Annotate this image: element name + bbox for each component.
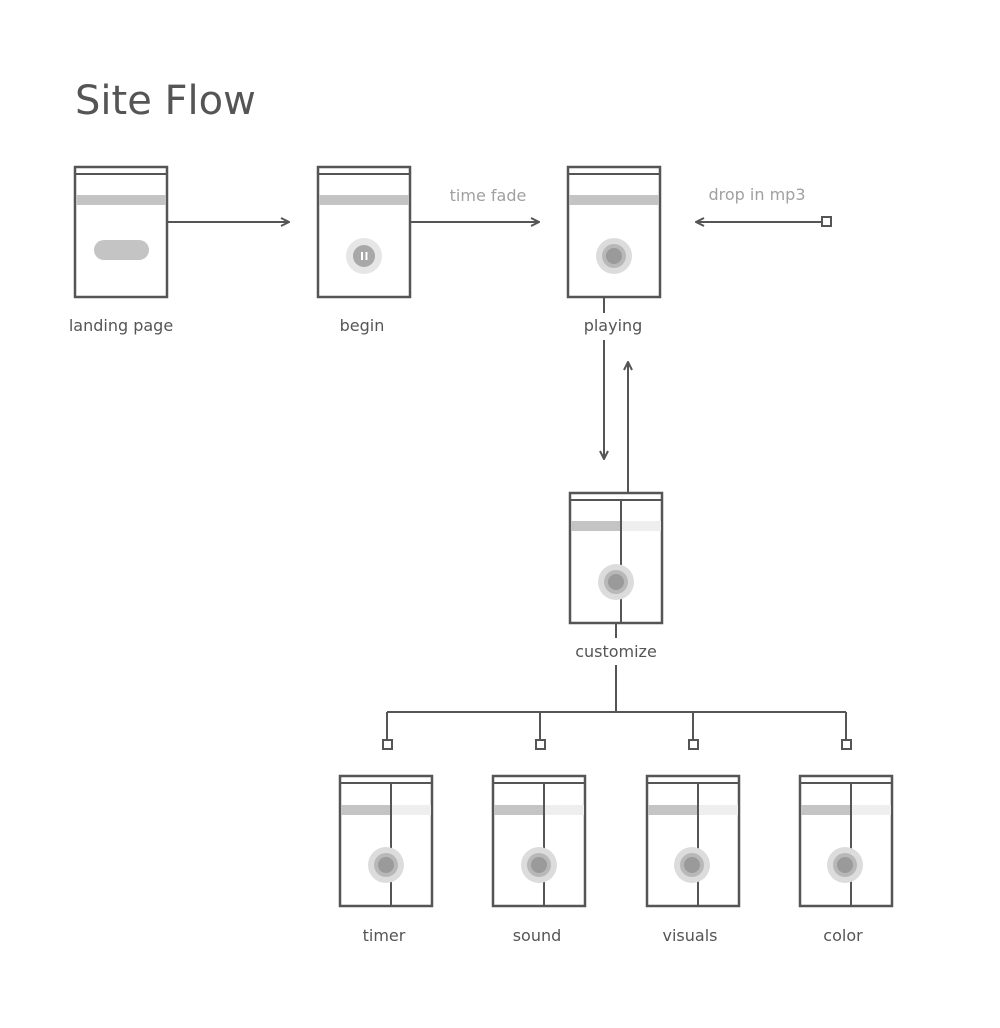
label-timer: timer xyxy=(363,926,406,945)
screen-visuals[interactable] xyxy=(645,774,741,908)
header-bar xyxy=(571,521,621,531)
screen-timer[interactable] xyxy=(338,774,434,908)
header-bar xyxy=(494,805,544,815)
screen-sound[interactable] xyxy=(491,774,587,908)
label-playing: playing xyxy=(584,316,643,335)
branch-node-timer[interactable] xyxy=(382,739,393,750)
header-bar xyxy=(648,805,698,815)
edge-label-drop-in-mp3: drop in mp3 xyxy=(708,185,805,204)
playing-dot-icon xyxy=(521,847,557,883)
pause-icon xyxy=(346,238,382,274)
header-bar xyxy=(801,805,851,815)
header-bar xyxy=(76,195,166,205)
header-bar-light xyxy=(622,521,661,531)
branch-node-color[interactable] xyxy=(841,739,852,750)
screen-playing[interactable] xyxy=(566,165,662,299)
header-bar-light xyxy=(545,805,584,815)
branch-node-visuals[interactable] xyxy=(688,739,699,750)
label-begin: begin xyxy=(340,316,385,335)
branch-node-sound[interactable] xyxy=(535,739,546,750)
edge-label-time-fade: time fade xyxy=(450,186,527,205)
header-bar xyxy=(569,195,659,205)
header-bar-light xyxy=(392,805,431,815)
cta-pill-icon xyxy=(94,240,149,260)
header-bar-light xyxy=(852,805,891,815)
screen-color[interactable] xyxy=(798,774,894,908)
screen-landing-page[interactable] xyxy=(73,165,169,299)
playing-dot-icon xyxy=(596,238,632,274)
label-color: color xyxy=(823,926,863,945)
label-customize: customize xyxy=(575,642,657,661)
playing-dot-icon xyxy=(598,564,634,600)
playing-dot-icon xyxy=(368,847,404,883)
label-landing-page: landing page xyxy=(69,316,173,335)
header-bar-light xyxy=(699,805,738,815)
mp3-drop-node[interactable] xyxy=(821,216,832,227)
playing-dot-icon xyxy=(674,847,710,883)
label-visuals: visuals xyxy=(663,926,718,945)
label-sound: sound xyxy=(513,926,562,945)
header-bar xyxy=(341,805,391,815)
screen-customize[interactable] xyxy=(568,491,664,625)
screen-begin[interactable] xyxy=(316,165,412,299)
playing-dot-icon xyxy=(827,847,863,883)
page-title: Site Flow xyxy=(75,78,256,124)
header-bar xyxy=(319,195,409,205)
